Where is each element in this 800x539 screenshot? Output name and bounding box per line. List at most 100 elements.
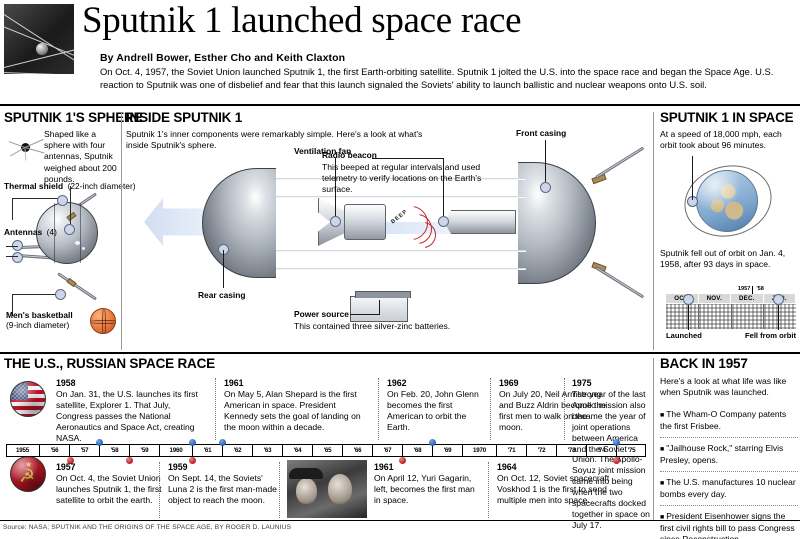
callout-text-power-source: This contained three silver-zinc batteri… [294,321,451,331]
divider-middle [0,352,800,354]
radio-beacon-shape [444,210,516,234]
timeline-pin-su-1964 [399,457,406,464]
list-item-text: President Eisenhower signs the first civ… [660,511,795,539]
list-item-text: The Wham-O Company patents the first Fri… [660,409,787,431]
inside-intro: Sputnik 1's inner components were remark… [126,129,423,151]
timeline-item-us-1975: 1975 The year of the last Apollo mission… [572,378,650,531]
panel-back-in-1957: BACK IN 1957 Here's a look at what life … [660,356,798,539]
callout-label-front-casing: Front casing [516,128,567,138]
timeline-pin-us-1969 [429,439,436,446]
panel-space-race: THE U.S., RUSSIAN SPACE RACE ★☭ 1958 On … [4,356,650,536]
antennas-label-detail: (4) [46,227,57,237]
list-item: ■"Jailhouse Rock," starring Elvis Presle… [660,437,798,471]
timeline-text: The year of the last Apollo mission also… [572,389,650,530]
callout-dot-radio-beacon [438,216,449,227]
timeline-pin-us-1962 [219,439,226,446]
callout-text-radio-beacon: This beeped at regular intervals and use… [322,162,482,195]
list-item: ■The Wham-O Company patents the first Fr… [660,404,798,437]
gagarin-photo [287,460,367,518]
earth-globe [696,170,758,232]
list-item-text: The U.S. manufactures 10 nuclear bombs e… [660,477,796,499]
divider-vertical-3 [653,358,654,520]
timeline-text: On Oct. 12, Soviet spacecraft Voskhod 1 … [497,473,610,505]
basketball-label-detail: (9-inch diameter) [6,320,70,330]
timeline-text: On April 12, Yuri Gagarin, left, becomes… [374,473,475,505]
axis-tick: '62 [222,444,252,457]
timeline-year: 1964 [497,462,517,472]
calendar-month-nov: NOV. [698,294,731,303]
timeline-year: 1961 [374,462,394,472]
timeline-item-su-1964: 1964 On Oct. 12, Soviet spacecraft Voskh… [497,462,617,506]
sphere-diagram [4,186,120,316]
axis-tick: '56 [39,444,69,457]
timeline-text: On Oct. 4, the Soviet Union launches Spu… [56,473,162,505]
axis-tick: '73 [556,444,586,457]
callout-dot-front-casing [540,182,551,193]
calendar-days-grid [666,294,796,330]
timeline-text: On Sept. 14, the Soviets' Luna 2 is the … [168,473,277,505]
calendar-label-fell: Fell from orbit [744,331,796,340]
callout-dot-ventilation-fan [330,216,341,227]
axis-tick: 1955 [16,447,29,454]
axis-tick: '58 [99,444,129,457]
sputnik-photo [4,4,74,74]
timeline-item-us-1969: 1969 On July 20, Neil Armstrong and Buzz… [499,378,609,433]
rear-casing-shape [202,168,276,278]
calendar-year-1957: 1957 [737,286,751,292]
calendar-marker-launched [683,294,694,305]
deck-text: On Oct. 4, 1957, the Soviet Union launch… [100,66,774,90]
timeline-pin-su-1959 [126,457,133,464]
list-item: ■President Eisenhower signs the first ci… [660,505,798,539]
calendar-month-dec: DEC. [731,294,764,303]
timeline-pin-su-1975 [613,457,620,464]
panel-sputnik-in-space: SPUTNIK 1 IN SPACE At a speed of 18,000 … [660,110,798,350]
axis-tick: '72 [526,444,556,457]
timeline-item-su-1957: 1957 On Oct. 4, the Soviet Union launche… [56,462,176,506]
calendar-month-oct: OCT. [666,294,699,303]
axis-tick: '67 [372,444,402,457]
timeline-item-us-1961: 1961 On May 5, Alan Shepard is the first… [224,378,372,433]
axis-tick: '75 [616,444,646,457]
calendar-year-row: 1957 '58 [666,286,796,294]
basketball-label: Men's basketball (9-inch diameter) [6,310,73,330]
timeline-year: 1961 [224,378,244,388]
timeline-axis: 1955 '56 '57 '58 '59 1960 '61 '62 '63 '6… [6,444,646,457]
axis-tick: '66 [342,444,372,457]
square-bullet-icon: ■ [660,514,665,521]
source-credit: Source: NASA; SPUTNIK AND THE ORIGINS OF… [3,524,292,531]
timeline-pin-su-1957 [67,457,74,464]
callout-dot-antenna-top [57,195,68,206]
back-1957-list: ■The Wham-O Company patents the first Fr… [660,404,798,539]
timeline-pin-su-1961 [189,457,196,464]
calendar-year-1958: '58 [752,286,796,294]
square-bullet-icon: ■ [660,412,665,419]
timeline-pin-us-1975 [613,439,620,446]
axis-tick: '65 [312,444,342,457]
divider-vertical-2 [653,112,654,350]
callout-dot-antenna-left-b [12,252,23,263]
section-title-back-1957: BACK IN 1957 [660,356,748,371]
timeline-text: On May 5, Alan Shepard is the first Amer… [224,389,361,432]
thermal-shield-label-bold: Thermal shield [4,181,64,191]
timeline-year: 1975 [572,378,592,388]
fan-hub-shape [344,204,386,240]
timeline-item-su-1959: 1959 On Sept. 14, the Soviets' Luna 2 is… [168,462,278,506]
back-1957-intro: Here's a look at what life was like when… [660,376,787,398]
timeline-pin-us-1961 [189,439,196,446]
calendar-marker-fell [773,294,784,305]
timeline-item-us-1958: 1958 On Jan. 31, the U.S. launches its f… [56,378,206,444]
orbit-calendar: 1957 '58 OCT. NOV. DEC. JAN. Launched Fe… [666,286,796,340]
space-intro: At a speed of 18,000 mph, each orbit too… [660,129,782,151]
divider-bottom [0,520,800,521]
divider-vertical-1 [121,112,122,350]
callout-dot-antenna-bottom [55,289,66,300]
section-title-space-race: THE U.S., RUSSIAN SPACE RACE [4,356,215,371]
axis-tick: '71 [496,444,526,457]
timeline-year: 1958 [56,378,76,388]
timeline-item-su-1961: 1961 On April 12, Yuri Gagarin, left, be… [374,462,482,506]
axis-tick: 1960 [159,444,192,457]
timeline-text: On Jan. 31, the U.S. launches its first … [56,389,198,443]
antennas-label-bold: Antennas [4,227,43,237]
axis-tick: '68 [402,444,432,457]
